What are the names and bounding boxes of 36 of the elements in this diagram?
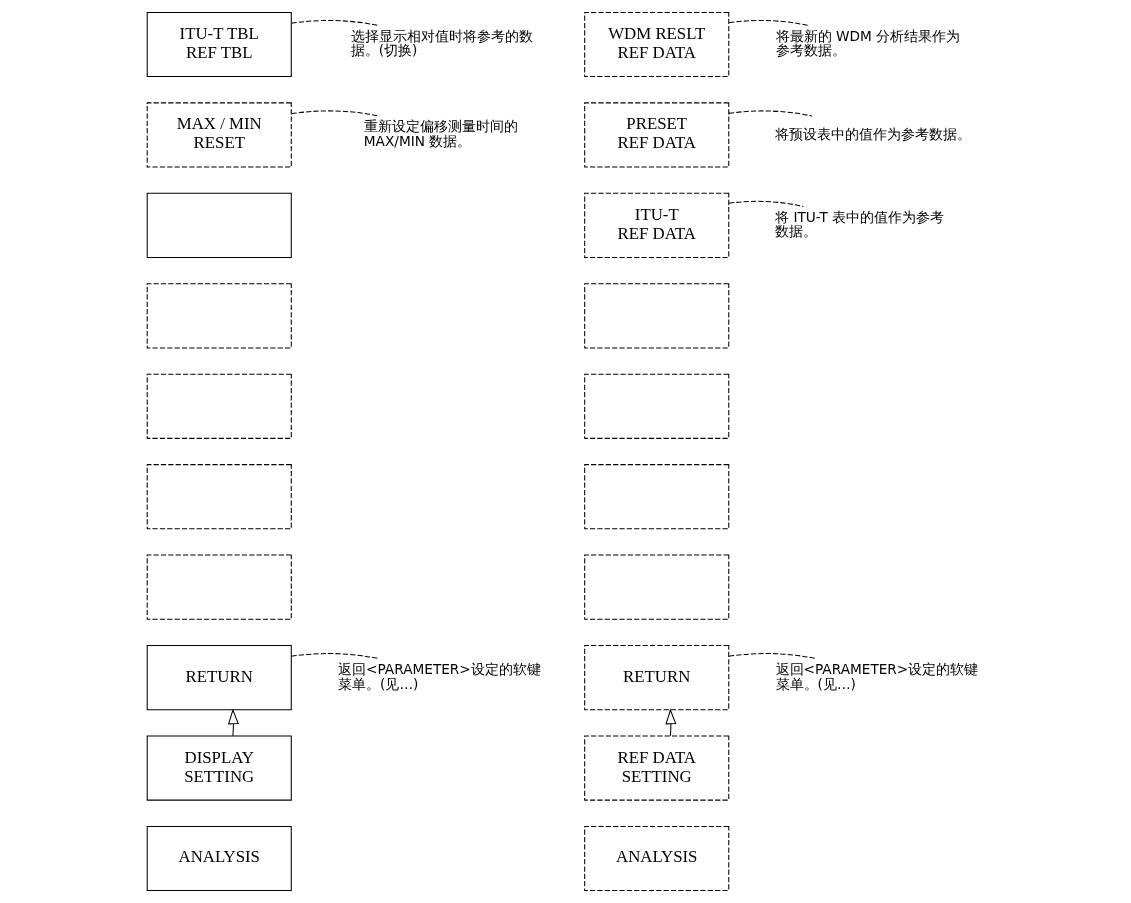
connector (290, 653, 380, 660)
connector (728, 110, 813, 117)
connector (728, 653, 818, 660)
node-box: REF DATA SETTING (584, 735, 730, 801)
node-box (146, 554, 292, 620)
node-box (584, 373, 730, 439)
node-box: DISPLAY SETTING (146, 735, 292, 801)
node-box (146, 464, 292, 530)
node-box: ANALYSIS (584, 825, 730, 892)
node-box: ITU-T TBL REF TBL (146, 11, 292, 78)
node-box (146, 283, 292, 349)
node-box (584, 554, 730, 620)
node-text: 返回<PARAMETER>设定的软键菜单。(见…) (775, 660, 979, 692)
node-box: RETURN (146, 645, 292, 711)
node-box (146, 373, 292, 439)
connector (728, 19, 810, 27)
connector (290, 110, 380, 117)
node-text: 返回<PARAMETER>设定的软键菜单。(见…) (338, 660, 541, 692)
arrow (665, 708, 677, 737)
connector (290, 19, 380, 27)
node-box: MAX / MIN RESET (146, 102, 292, 168)
node-box: WDM RESLT REF DATA (584, 11, 730, 78)
node-box: ANALYSIS (146, 825, 292, 892)
connector (728, 200, 804, 207)
node-box: RETURN (584, 645, 730, 711)
node-box: ITU-T REF DATA (584, 192, 730, 258)
node-box: PRESET REF DATA (584, 102, 730, 168)
arrow (227, 708, 239, 737)
node-text: 将 ITU-T 表中的值作为参考数据。 (775, 208, 945, 240)
node-text: 将最新的 WDM 分析结果作为参考数据。 (775, 27, 961, 59)
node-box (584, 464, 730, 530)
node-box (146, 192, 292, 258)
node-text: 将预设表中的值作为参考数据。 (775, 125, 972, 142)
node-text: 重新设定偏移测量时间的MAX/MIN 数据。 (363, 118, 518, 149)
node-text: 选择显示相对值时将参考的数据。(切换) (350, 27, 533, 59)
node-box (584, 283, 730, 349)
